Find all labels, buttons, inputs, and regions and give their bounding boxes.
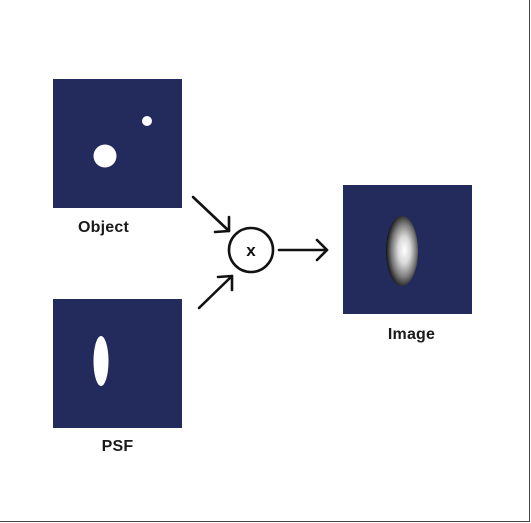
multiply-circle-icon — [227, 226, 275, 274]
arrow-icon — [197, 274, 234, 310]
object-label: Object — [78, 219, 129, 236]
psf-panel — [53, 299, 182, 428]
psf-ellipse — [93, 336, 109, 386]
object-large-point — [93, 144, 117, 168]
blurred-image-ellipse — [386, 216, 418, 286]
object-small-point — [142, 116, 152, 126]
image-panel — [343, 185, 472, 314]
operator-symbol: x — [246, 241, 256, 260]
psf-panel-background — [53, 299, 182, 428]
object-panel-background — [53, 79, 182, 208]
image-label: Image — [387, 326, 436, 343]
arrow-icon — [191, 195, 231, 234]
arrow-icon — [277, 238, 329, 262]
object-panel-graphic — [53, 79, 182, 208]
psf-panel-graphic — [53, 299, 182, 428]
image-panel-graphic — [343, 185, 472, 314]
psf-label: PSF — [101, 438, 134, 455]
object-panel — [53, 79, 182, 208]
